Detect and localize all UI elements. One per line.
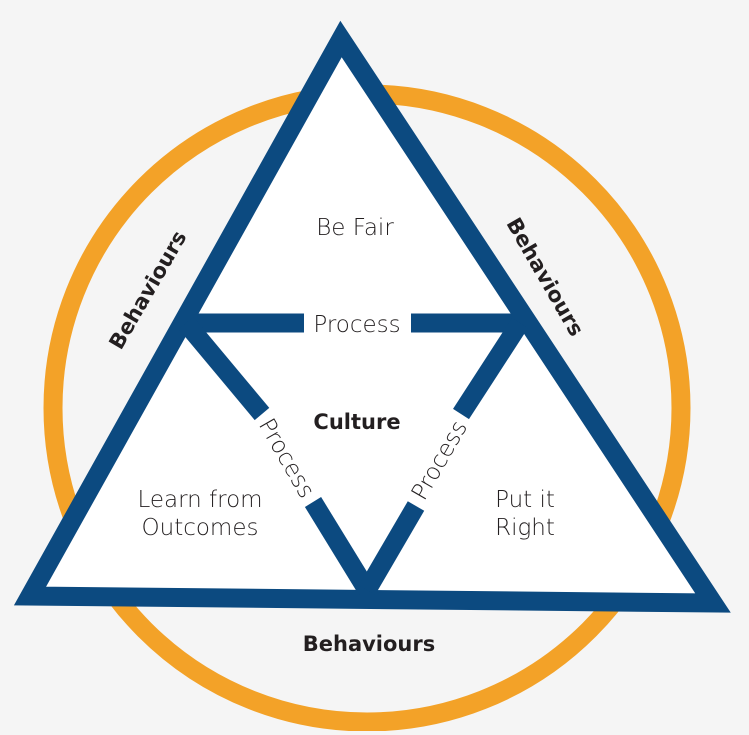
right-section-label-line1: Put it — [495, 487, 555, 513]
inner-right-line-upper — [453, 317, 528, 420]
inner-right-line-lower — [358, 501, 425, 595]
left-section-label-line1: Learn from — [137, 487, 262, 513]
process-label-top: Process — [313, 312, 400, 338]
inner-triangle — [178, 313, 528, 595]
left-section-label-line2: Outcomes — [142, 515, 259, 541]
behaviours-label-bottom: Behaviours — [303, 632, 436, 656]
center-label: Culture — [313, 410, 400, 434]
right-section-label-line2: Right — [495, 515, 555, 541]
inner-left-line-lower — [304, 497, 376, 595]
outer-triangle — [13, 20, 731, 613]
top-section-label: Be Fair — [316, 215, 394, 241]
inner-left-line-upper — [178, 316, 270, 421]
